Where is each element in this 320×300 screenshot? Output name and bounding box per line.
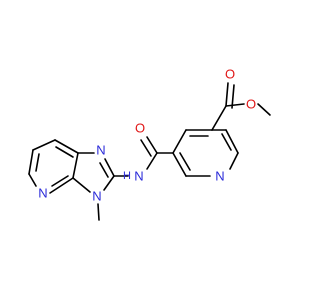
molecule-diagram: O O O N N H N N N — [28, 67, 271, 221]
bond-ring-c4-c5 — [172, 129, 187, 154]
bond-imid-c7a-c3a — [72, 152, 79, 179]
bond-py-c7a-c7 — [54, 139, 79, 154]
amide-nitrogen: N — [134, 169, 143, 184]
amide-hydrogen: H — [123, 170, 131, 182]
bond-ring-c5-c6-inner — [179, 152, 191, 171]
bond-imid-c2-n1 — [104, 158, 115, 177]
bond-ester-ring — [211, 105, 227, 131]
bond-ring-c2-c3 — [225, 129, 239, 154]
atom-labels: O O O N N H N N N — [38, 67, 256, 204]
amide-oxygen: O — [135, 121, 145, 136]
pyridine-nitrogen: N — [215, 169, 224, 184]
bond-py-c7a-c7-inner — [55, 146, 74, 158]
bond-py-c7-c6 — [32, 139, 56, 151]
bond-n-methyl — [97, 203, 100, 221]
structure-canvas: O O O N N H N N N — [28, 67, 271, 221]
bond-imid-c3a-n3 — [72, 177, 91, 193]
bond-ester-carbonyl — [225, 82, 229, 107]
bond-py-n4-c3a-inner — [51, 175, 69, 187]
imidazole-nitrogen-methyl: N — [92, 189, 101, 204]
bond-amide-carbonyl-2 — [140, 139, 152, 157]
bond-ester-c-o — [225, 103, 245, 107]
ester-methoxy-oxygen: O — [246, 97, 256, 112]
bond-amide-c-n — [146, 152, 158, 170]
bond-py-c6-c5-inner — [35, 153, 40, 172]
bond-imid-n3-c2 — [103, 175, 115, 191]
imidazole-nitrogen-upper: N — [96, 143, 105, 158]
bond-ring-c5-c6 — [172, 152, 187, 177]
bond-methoxy-methyl — [257, 103, 271, 116]
bond-amide-carbonyl — [146, 136, 158, 154]
bond-py-n4-c3a — [49, 177, 74, 194]
bond-ester-carbonyl-2 — [231, 84, 235, 109]
ester-carbonyl-oxygen: O — [225, 67, 235, 82]
bond-ring-n-c2 — [229, 152, 239, 170]
bond-imid-c2-n1-inner — [99, 162, 109, 178]
fused-pyridine-nitrogen: N — [38, 186, 47, 201]
bonds — [28, 82, 271, 221]
bond-py-c5-n4 — [28, 173, 37, 187]
bond-ring-c2-c3-inner — [221, 133, 232, 151]
bond-py-c6-c5 — [28, 149, 34, 175]
